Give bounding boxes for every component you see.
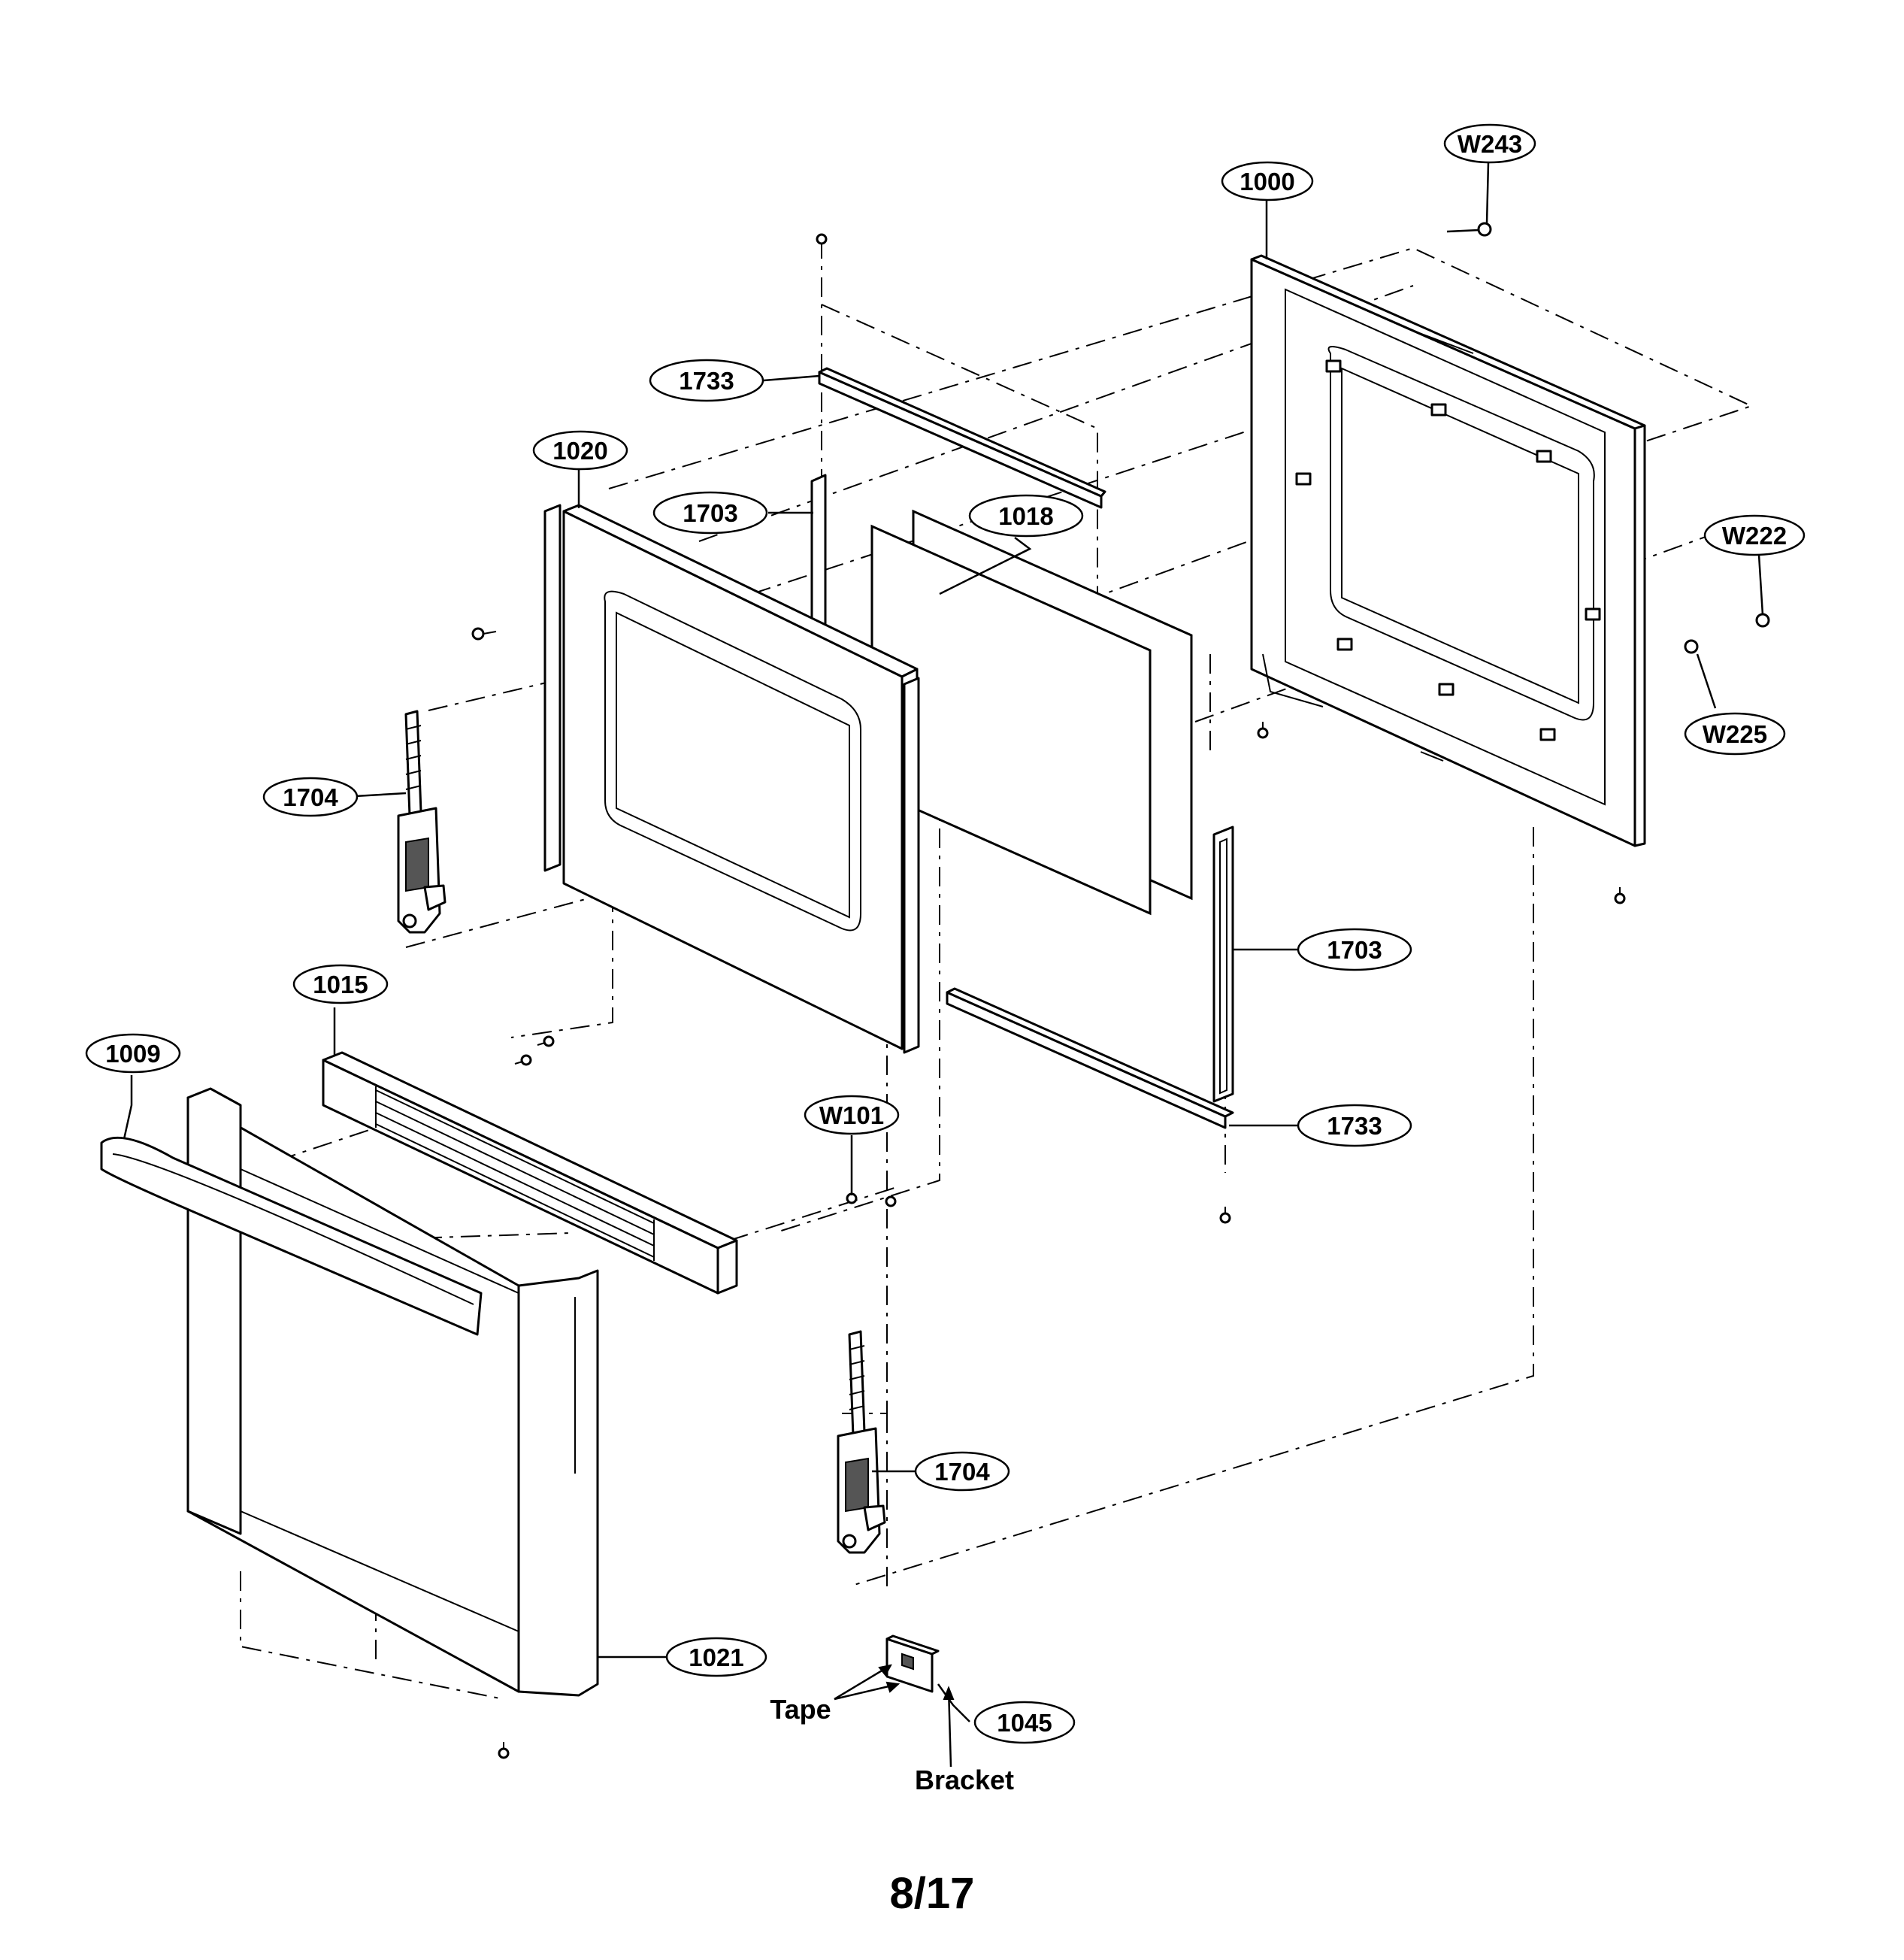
- callout-1704-left-label: 1704: [283, 783, 338, 811]
- callout-1009-label: 1009: [105, 1040, 160, 1068]
- callout-w222-label: W222: [1722, 522, 1787, 550]
- vent-trim-1015: [322, 1051, 738, 1295]
- callout-1704-bottom: 1704: [914, 1451, 1010, 1492]
- tape-annotation: Tape: [770, 1694, 831, 1725]
- callout-1015-label: 1015: [313, 971, 368, 998]
- callout-1018-label: 1018: [998, 502, 1053, 530]
- callout-1733-bottom-label: 1733: [1327, 1112, 1382, 1140]
- callout-1733-top: 1733: [649, 359, 764, 402]
- screw-icon: [1219, 1207, 1231, 1224]
- callout-1703-top: 1703: [652, 491, 768, 535]
- door-liner-1020: [543, 504, 920, 1054]
- callout-1000: 1000: [1221, 161, 1314, 201]
- handle-1009: [100, 1136, 483, 1336]
- screw-icon: [1446, 222, 1492, 237]
- glass-panels-1018: [870, 509, 1193, 916]
- callout-1733-top-label: 1733: [679, 367, 734, 395]
- screw-icon: [1684, 639, 1699, 654]
- callout-1020: 1020: [532, 430, 628, 471]
- channel-1733-top: [818, 367, 1106, 509]
- callout-1018: 1018: [968, 494, 1084, 538]
- callout-1020-label: 1020: [552, 437, 607, 465]
- screw-icon: [816, 233, 828, 254]
- inner-door-frame-1000: [1250, 254, 1646, 847]
- callout-1704-bottom-label: 1704: [934, 1458, 990, 1486]
- callout-1021-label: 1021: [689, 1643, 743, 1671]
- callout-1703-right: 1703: [1297, 928, 1412, 971]
- callout-1000-label: 1000: [1240, 168, 1294, 195]
- callout-1015: 1015: [292, 964, 389, 1004]
- callout-1703-right-label: 1703: [1327, 936, 1382, 964]
- callout-w225-label: W225: [1703, 720, 1767, 748]
- side-trim-1703-right: [1212, 826, 1234, 1103]
- page-number: 8/17: [890, 1869, 975, 1918]
- hinge-1704-left: [397, 710, 446, 934]
- callout-1009: 1009: [85, 1033, 181, 1074]
- callout-1703-top-label: 1703: [683, 499, 737, 527]
- callout-w101-label: W101: [819, 1101, 884, 1129]
- hinge-1704-bottom: [837, 1330, 886, 1554]
- callout-w222: W222: [1703, 514, 1806, 556]
- bracket-annotation: Bracket: [915, 1765, 1014, 1795]
- callout-w243-label: W243: [1458, 130, 1522, 158]
- callout-w243: W243: [1443, 123, 1536, 164]
- callout-1704-left: 1704: [262, 777, 359, 817]
- screw-icon: [471, 627, 497, 641]
- screw-icon: [1755, 613, 1770, 628]
- callout-1021: 1021: [665, 1637, 767, 1677]
- callout-w225: W225: [1684, 712, 1786, 756]
- screws: [471, 222, 1770, 1759]
- channel-1733-bottom: [946, 987, 1234, 1129]
- screw-icon: [1257, 722, 1269, 739]
- screw-icon: [537, 1035, 555, 1047]
- screw-icon: [498, 1742, 510, 1759]
- callout-1733-bottom: 1733: [1297, 1104, 1412, 1147]
- callout-1045-label: 1045: [997, 1709, 1052, 1737]
- screw-icon: [885, 1195, 897, 1207]
- screw-icon: [514, 1054, 532, 1066]
- callout-1045: 1045: [973, 1701, 1076, 1744]
- screw-icon: [1614, 887, 1626, 904]
- bracket-1045: [885, 1634, 940, 1693]
- callout-w101: W101: [804, 1095, 900, 1135]
